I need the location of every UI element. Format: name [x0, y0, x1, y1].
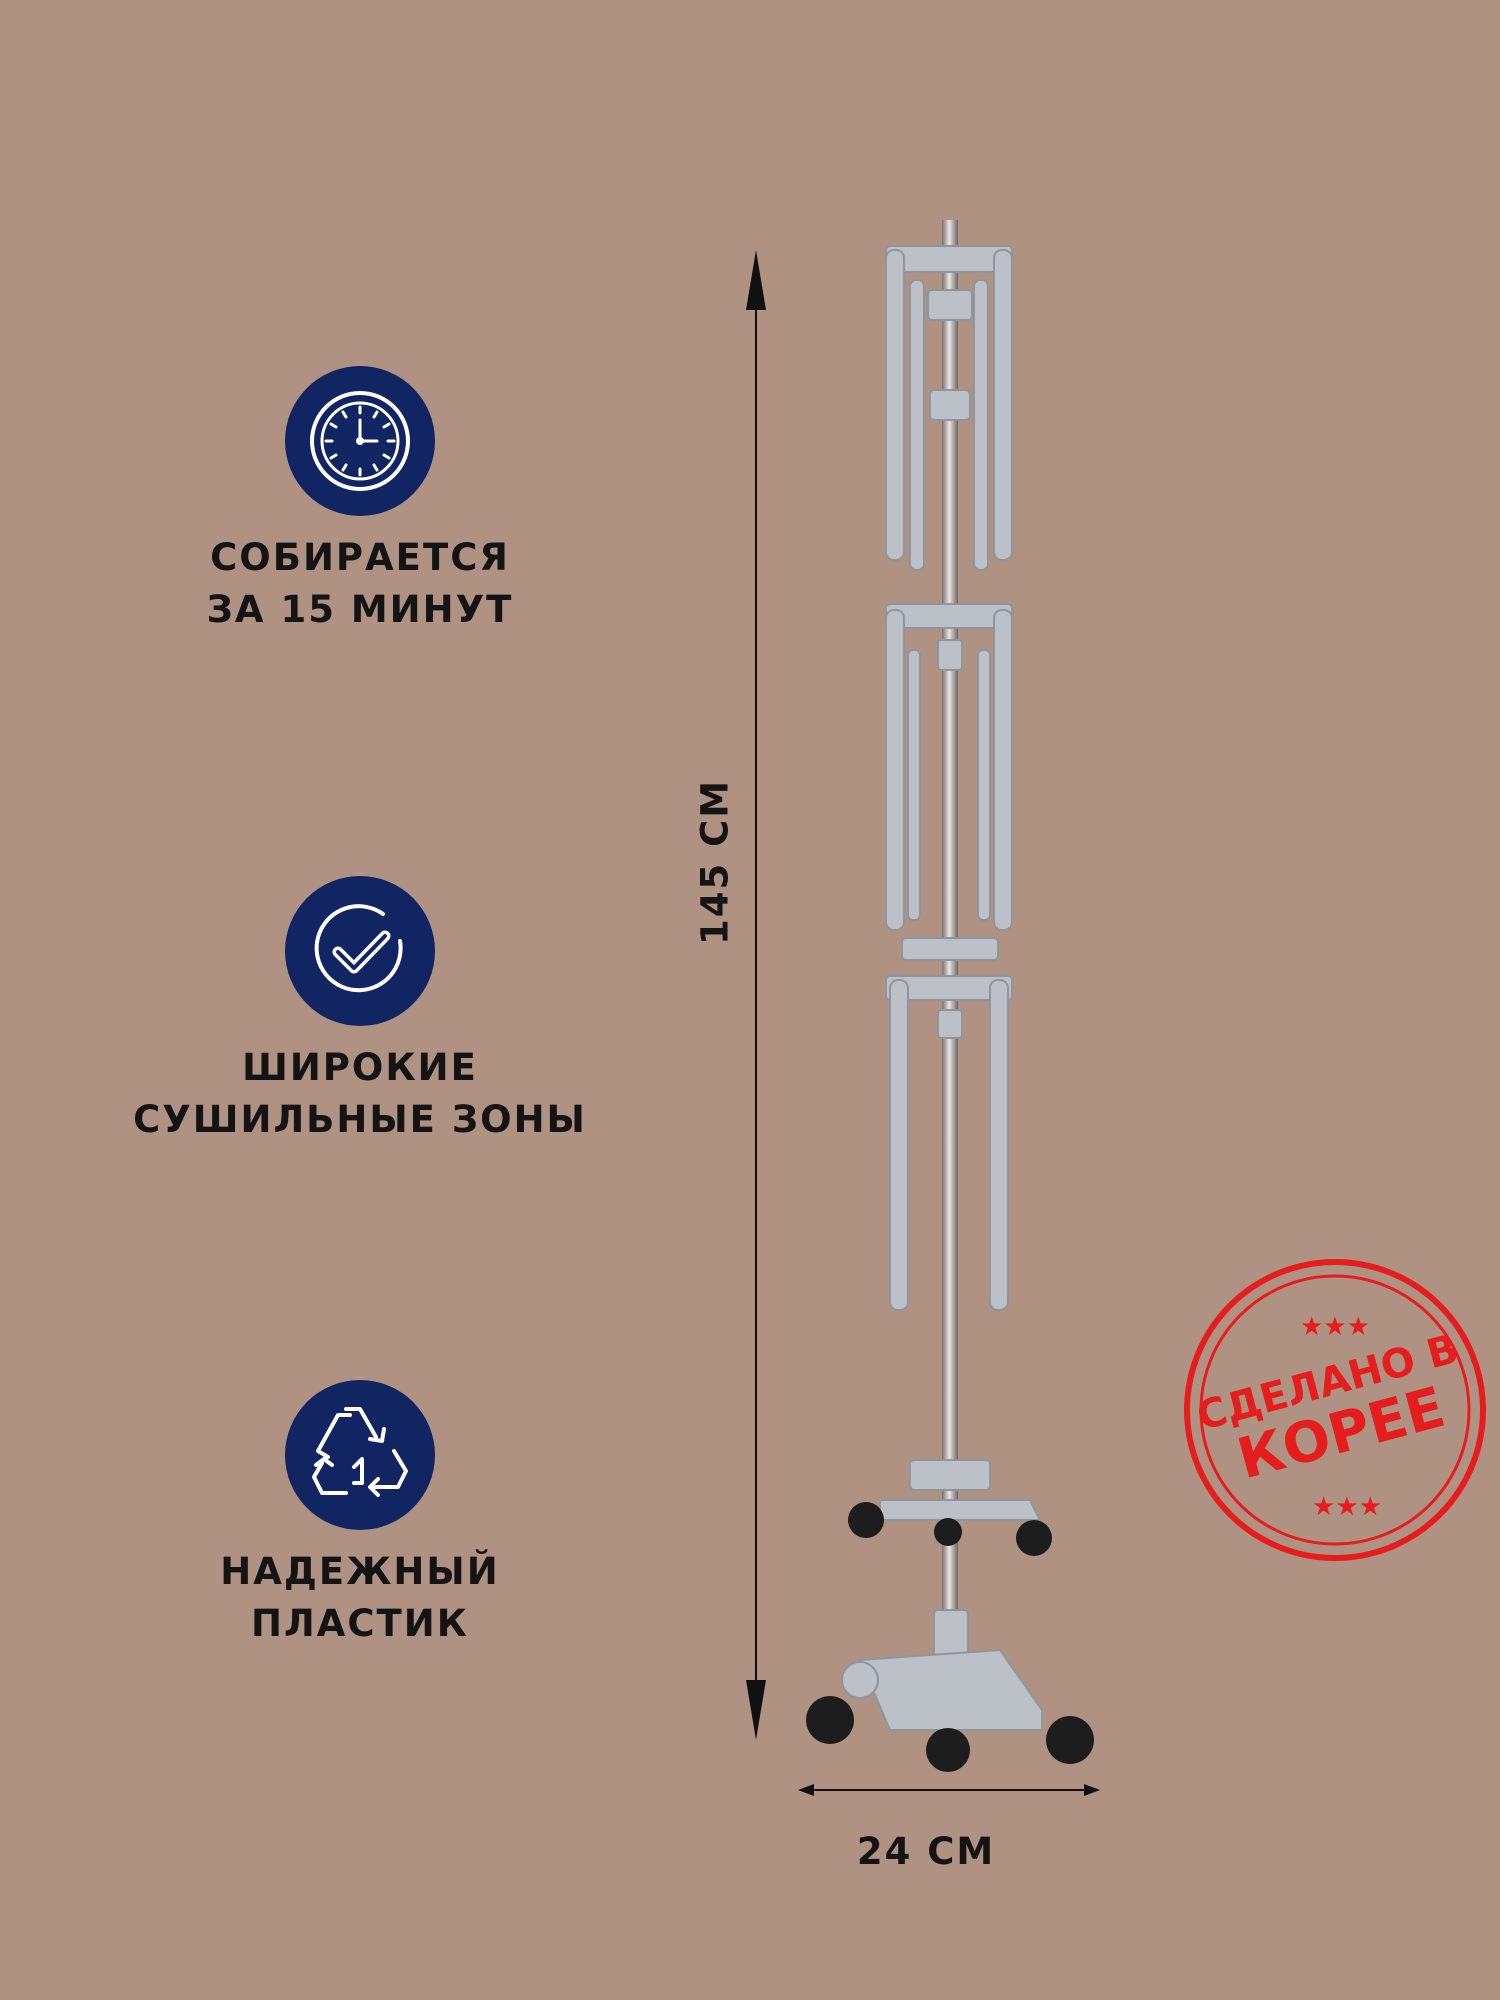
made-in-korea-stamp: ★★★ СДЕЛАНО В КОРЕЕ ★★★ — [1184, 1259, 1486, 1561]
check-badge — [285, 876, 435, 1026]
feature-line-2: ЗА 15 МИНУТ — [206, 588, 514, 631]
feature-line-2: СУШИЛЬНЫЕ ЗОНЫ — [133, 1098, 587, 1141]
height-dimension-arrow — [746, 250, 766, 1740]
checkmark-icon — [314, 904, 403, 993]
feature-drying-zones: ШИРОКИЕ СУШИЛЬНЫЕ ЗОНЫ — [130, 876, 590, 1146]
feature-line-2: ПЛАСТИК — [251, 1602, 469, 1645]
width-dimension-arrow — [798, 1784, 1100, 1796]
svg-text:★★★: ★★★ — [1312, 1492, 1382, 1522]
feature-line-1: ШИРОКИЕ — [242, 1046, 478, 1089]
stars-bottom: ★★★ — [1312, 1492, 1382, 1522]
recycle-icon — [312, 1407, 408, 1497]
width-label: 24 СМ — [856, 1830, 996, 1873]
feature-label: СОБИРАЕТСЯ ЗА 15 МИНУТ — [130, 532, 590, 636]
height-label: 145 СМ — [693, 778, 737, 946]
svg-text:★★★: ★★★ — [1300, 1312, 1370, 1342]
feature-label: ШИРОКИЕ СУШИЛЬНЫЕ ЗОНЫ — [130, 1042, 590, 1146]
clock-badge — [285, 366, 435, 516]
feature-label: НАДЕЖНЫЙ ПЛАСТИК — [130, 1546, 590, 1650]
feature-line-1: СОБИРАЕТСЯ — [210, 536, 510, 579]
feature-plastic: НАДЕЖНЫЙ ПЛАСТИК — [130, 1380, 590, 1650]
clock-icon — [310, 391, 410, 491]
drying-rack-image — [806, 220, 1094, 1772]
recycle-badge — [285, 1380, 435, 1530]
feature-line-1: НАДЕЖНЫЙ — [220, 1550, 500, 1593]
feature-assembly: СОБИРАЕТСЯ ЗА 15 МИНУТ — [130, 366, 590, 636]
stars-top: ★★★ — [1300, 1312, 1370, 1342]
